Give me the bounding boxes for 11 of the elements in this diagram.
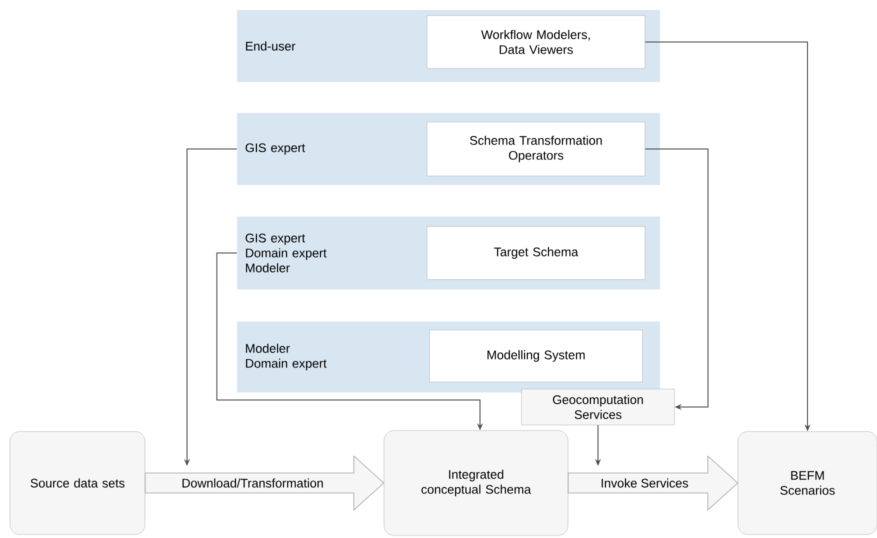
arrow <box>644 148 708 410</box>
process-box: Target Schema <box>426 226 646 280</box>
process-box: Integrated conceptual Schema <box>384 430 568 536</box>
edge-label: Invoke Services <box>600 477 690 489</box>
process-box: Modelling System <box>429 330 643 382</box>
edge-label: Download/Transformation <box>180 477 325 489</box>
process-box: Source data sets <box>10 431 146 535</box>
process-box: Workflow Modelers, Data Viewers <box>426 15 646 69</box>
process-box: BEFM Scenarios <box>738 431 877 535</box>
process-box: Schema Transformation Operators <box>426 122 646 176</box>
service-box: Geocomputation Services <box>521 388 675 426</box>
